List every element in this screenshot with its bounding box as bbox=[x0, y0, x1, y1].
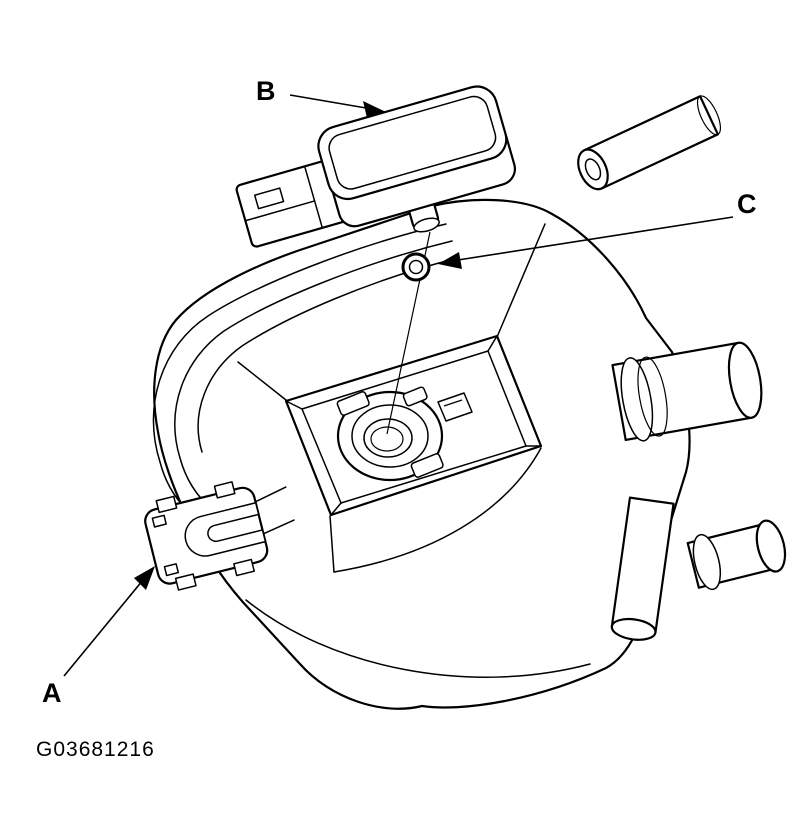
pocket-corner-2 bbox=[487, 335, 498, 352]
clip-seat-bracket bbox=[437, 392, 473, 422]
clip-seat-detail bbox=[443, 399, 463, 407]
clip-stub-line-1 bbox=[254, 486, 287, 503]
callout-c-arrow-line bbox=[457, 216, 734, 261]
sensor-top-face bbox=[317, 85, 508, 201]
cylinder-port bbox=[611, 341, 763, 442]
clip-stub-line-2 bbox=[262, 519, 295, 535]
boss-lock-tab-3 bbox=[402, 386, 428, 407]
boss-bore-inner-edge bbox=[370, 426, 404, 452]
sensor-top-inner-face bbox=[328, 95, 497, 190]
cylinder-end-cap bbox=[727, 341, 763, 419]
connector-slot bbox=[253, 187, 285, 210]
sensor-port-tip bbox=[413, 217, 440, 233]
callout-b: B bbox=[256, 76, 386, 118]
hose-bore bbox=[584, 158, 602, 181]
crease-top-right bbox=[496, 223, 546, 338]
hose-contours bbox=[152, 223, 459, 522]
hose-ridge-2 bbox=[174, 240, 453, 512]
retaining-clip bbox=[144, 481, 295, 591]
clip-tab-top-1 bbox=[155, 495, 178, 514]
outlet-end-cap bbox=[610, 617, 657, 641]
callout-b-arrowhead bbox=[363, 101, 386, 118]
figure-id: G03681216 bbox=[36, 738, 155, 761]
callout-b-label: B bbox=[256, 76, 276, 106]
boss-lock-tab-2 bbox=[410, 453, 444, 478]
cylinder-collar-2 bbox=[637, 356, 668, 437]
pocket-front-edge bbox=[329, 515, 335, 573]
barb-fitting bbox=[686, 519, 787, 591]
connector-ridge-1 bbox=[303, 165, 324, 229]
valve-body bbox=[152, 198, 787, 710]
crease-bottom bbox=[245, 599, 591, 678]
callout-a: A bbox=[42, 566, 155, 708]
o-ring-inner bbox=[408, 259, 424, 275]
clip-tab-bottom-2 bbox=[233, 558, 255, 577]
callout-c-arrowhead bbox=[438, 252, 462, 269]
callout-a-arrow-line bbox=[63, 579, 144, 677]
barb-end-bulb bbox=[755, 519, 787, 573]
outlet-cylinder bbox=[610, 496, 675, 641]
clip-tab-top-2 bbox=[213, 481, 236, 499]
hose-ridge-3 bbox=[197, 257, 459, 453]
clip-tab-bottom-1 bbox=[174, 573, 197, 591]
pocket-corner-4 bbox=[330, 502, 342, 516]
clip-c-slot bbox=[184, 502, 267, 557]
cylinder-collar-1 bbox=[620, 357, 654, 442]
pocket-corner-1 bbox=[285, 400, 303, 410]
clip-hole-1 bbox=[151, 514, 167, 528]
callout-a-arrowhead bbox=[134, 566, 155, 590]
o-ring bbox=[401, 252, 431, 282]
map-sensor-body bbox=[235, 85, 517, 248]
barb-collar bbox=[692, 533, 722, 591]
callout-c: C bbox=[438, 189, 757, 269]
clip-hole-2 bbox=[163, 563, 180, 577]
hose-cut-end bbox=[696, 95, 722, 136]
boss-lock-tab-1 bbox=[336, 391, 370, 416]
crease-top-left bbox=[237, 361, 287, 401]
sensor-port-boss bbox=[336, 386, 473, 482]
callout-a-label: A bbox=[42, 678, 62, 708]
pocket-front-bottom bbox=[333, 447, 542, 573]
callout-c-label: C bbox=[737, 189, 757, 219]
callout-b-arrow-line bbox=[289, 94, 367, 109]
hose-ridge-1 bbox=[152, 223, 447, 522]
connector-ridge-2 bbox=[244, 200, 316, 222]
cut-hose bbox=[577, 95, 722, 191]
map-sensor bbox=[235, 85, 517, 435]
